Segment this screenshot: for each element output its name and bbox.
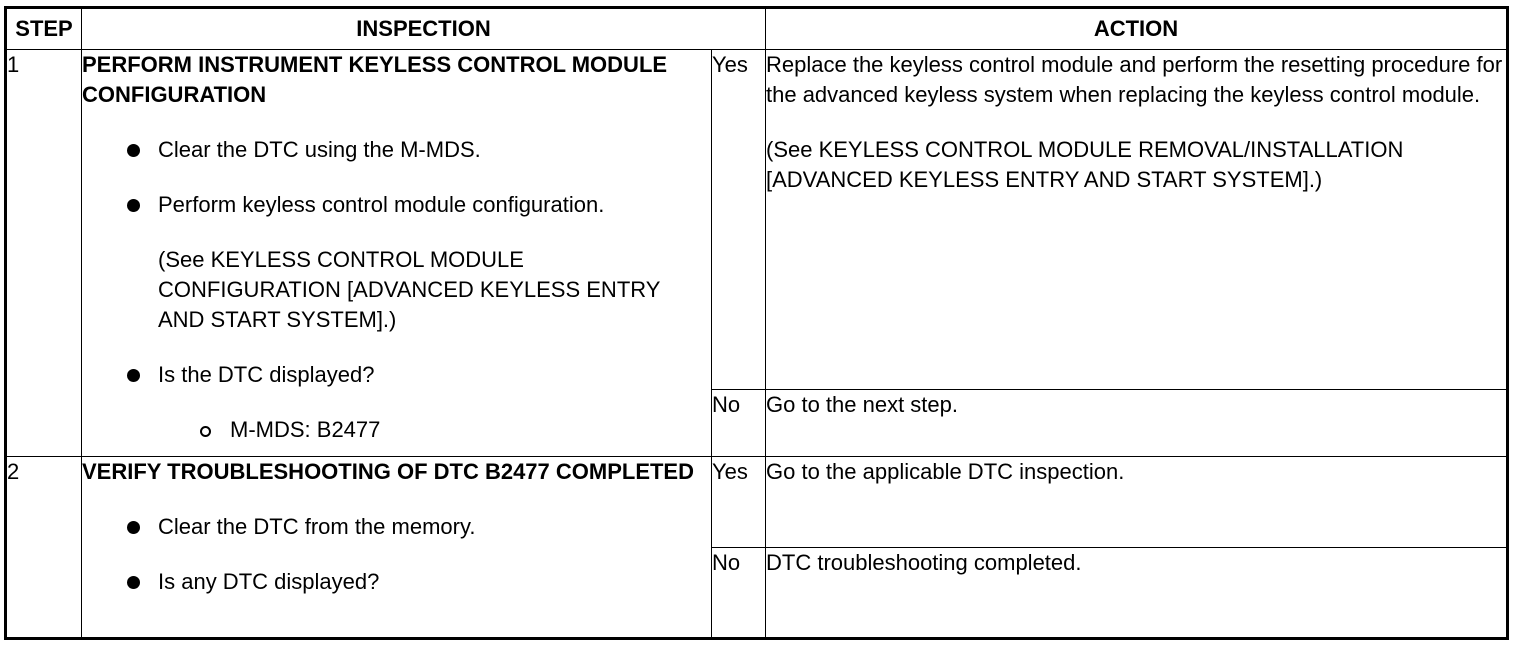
- inspection-bullets: Clear the DTC using the M-MDS. Perform k…: [82, 135, 711, 390]
- circle-bullet-icon: [200, 426, 211, 437]
- table-row: 2 VERIFY TROUBLESHOOTING OF DTC B2477 CO…: [5, 456, 1508, 639]
- action-reference: (See KEYLESS CONTROL MODULE REMOVAL/INST…: [766, 137, 1404, 192]
- action-header: ACTION: [765, 7, 1508, 50]
- list-item: Perform keyless control module configura…: [82, 190, 711, 335]
- inspection-header: INSPECTION: [81, 7, 766, 50]
- table-header-row: STEP INSPECTION ACTION: [5, 7, 1508, 50]
- bullet-text: Perform keyless control module configura…: [158, 192, 605, 217]
- bullet-icon: [127, 144, 140, 157]
- inspection-bullets: Clear the DTC from the memory. Is any DT…: [82, 512, 711, 597]
- list-item: M-MDS: B2477: [82, 415, 711, 445]
- bullet-icon: [127, 521, 140, 534]
- sub-bullets: M-MDS: B2477: [82, 415, 711, 445]
- yes-action-cell: Go to the applicable DTC inspection.: [765, 456, 1508, 548]
- bullet-text: Is the DTC displayed?: [158, 362, 375, 387]
- bullet-icon: [127, 369, 140, 382]
- no-label: No: [711, 389, 766, 457]
- list-item: Is the DTC displayed?: [82, 360, 711, 390]
- sub-bullet-text: M-MDS: B2477: [230, 417, 381, 442]
- inspection-title: PERFORM INSTRUMENT KEYLESS CONTROL MODUL…: [82, 52, 668, 107]
- yes-label: Yes: [711, 49, 766, 390]
- action-text: Go to the applicable DTC inspection.: [766, 459, 1125, 484]
- step-number: 1: [5, 49, 82, 457]
- no-action-cell: DTC troubleshooting completed.: [765, 547, 1508, 639]
- list-item: Clear the DTC from the memory.: [82, 512, 711, 542]
- no-action-cell: Go to the next step.: [765, 389, 1508, 457]
- list-item: Is any DTC displayed?: [82, 567, 711, 597]
- inspection-title: VERIFY TROUBLESHOOTING OF DTC B2477 COMP…: [82, 459, 694, 484]
- inspection-table: STEP INSPECTION ACTION 1 PERFORM INSTRUM…: [4, 6, 1509, 640]
- step-header: STEP: [5, 7, 82, 50]
- table-row: 1 PERFORM INSTRUMENT KEYLESS CONTROL MOD…: [5, 49, 1508, 457]
- yes-action-cell: Replace the keyless control module and p…: [765, 49, 1508, 390]
- no-label: No: [711, 547, 766, 639]
- step-number: 2: [5, 456, 82, 639]
- bullet-icon: [127, 199, 140, 212]
- action-text: Go to the next step.: [766, 392, 959, 417]
- bullet-icon: [127, 576, 140, 589]
- yes-label: Yes: [711, 456, 766, 548]
- inspection-cell: PERFORM INSTRUMENT KEYLESS CONTROL MODUL…: [81, 49, 712, 457]
- bullet-text: Is any DTC displayed?: [158, 569, 380, 594]
- action-text: DTC troubleshooting completed.: [766, 550, 1082, 575]
- table-row: No Go to the next step.: [6, 389, 1508, 457]
- reference-text: (See KEYLESS CONTROL MODULE CONFIGURATIO…: [158, 247, 661, 332]
- bullet-text: Clear the DTC from the memory.: [158, 514, 476, 539]
- bullet-text: Clear the DTC using the M-MDS.: [158, 137, 481, 162]
- table-row: No DTC troubleshooting completed.: [6, 547, 1508, 639]
- list-item: Clear the DTC using the M-MDS.: [82, 135, 711, 165]
- action-text: Replace the keyless control module and p…: [766, 52, 1503, 107]
- inspection-cell: VERIFY TROUBLESHOOTING OF DTC B2477 COMP…: [81, 456, 712, 639]
